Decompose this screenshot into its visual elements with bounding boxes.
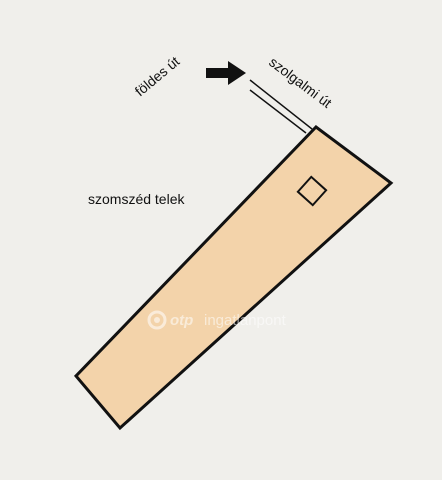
plot-parcel (73, 125, 394, 431)
watermark-brand: otp (170, 312, 193, 329)
arrow-right-icon (206, 61, 246, 85)
building-square-icon (296, 175, 328, 207)
neighbor-plot-label: szomszéd telek (88, 191, 185, 207)
otp-watermark: otp ingatlanpont (147, 310, 287, 330)
otp-swirl-logo (147, 310, 167, 330)
easement-road-lines (249, 79, 313, 134)
watermark-suffix: ingatlanpont (204, 312, 287, 329)
